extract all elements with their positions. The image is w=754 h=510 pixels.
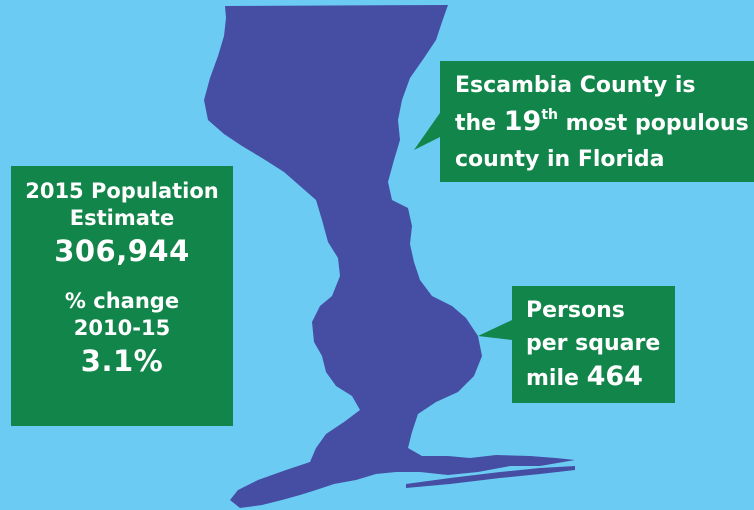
barrier-island (406, 466, 575, 488)
escambia-county-shape (204, 5, 575, 508)
rank-callout: Escambia County is the 19th most populou… (440, 61, 754, 182)
population-label-line2: Estimate (69, 206, 175, 230)
rank-line3: county in Florida (455, 147, 665, 172)
change-label-line1: % change (64, 289, 180, 313)
change-label-line2: 2010-15 (73, 316, 171, 340)
population-value: 306,944 (54, 234, 190, 268)
change-value: 3.1% (80, 344, 164, 378)
density-callout-bg (512, 286, 675, 403)
rank-callout-bg (440, 61, 754, 182)
population-label-line1: 2015 Population (25, 179, 219, 203)
density-line3: mile 464 (526, 360, 675, 395)
rank-line2-prefix: the (455, 111, 504, 136)
rank-line2-suffix: most populous (558, 111, 749, 136)
density-callout-pointer (478, 320, 512, 340)
rank-callout-pointer (414, 110, 442, 150)
rank-line2: the 19th most populous (455, 104, 754, 142)
density-line2: per square (526, 331, 661, 356)
stats-callout-bg (11, 166, 233, 426)
rank-suffix: th (541, 107, 559, 123)
population-stats-callout: 2015 Population Estimate 306,944 % chang… (11, 166, 233, 426)
density-value: 464 (586, 361, 643, 392)
rank-line1: Escambia County is (455, 73, 696, 98)
density-line3-prefix: mile (526, 366, 587, 391)
rank-number: 19 (503, 106, 542, 137)
density-line1: Persons (526, 298, 625, 323)
density-callout: Persons per square mile 464 (512, 286, 675, 403)
